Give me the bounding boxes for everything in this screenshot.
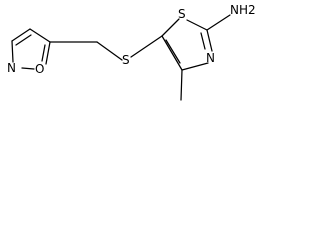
atom-label-thioether-s: S [122, 53, 130, 67]
bond-c4-c5 [29, 28, 51, 43]
bond-n3-c4 [181, 62, 209, 71]
bond-c5-o1-inner [41, 44, 46, 62]
bond-c5-o1 [45, 41, 51, 65]
bond-c4-methyl [180, 69, 183, 101]
bond-n2-c3 [11, 40, 14, 63]
structure-diagram: N O S S N NH2 [0, 0, 286, 127]
bond-o1-n2 [21, 67, 35, 70]
bond-c3-c4 [11, 28, 31, 42]
atom-label-isoxazole-o: O [35, 62, 44, 76]
bond-ch2-s [96, 41, 123, 61]
bond-c2-nh2 [206, 14, 231, 31]
bond-c4-c5 [161, 35, 183, 71]
bond-c3-c4-inner [15, 34, 32, 46]
bond-c2-n3-inner [200, 32, 206, 50]
bond-s1-c2 [186, 19, 208, 31]
bond-s-c5thiazole [130, 35, 163, 58]
molecule-drawing: N O S S N NH2 [7, 3, 256, 101]
bond-c4-c5-inner [165, 39, 181, 64]
atom-label-isoxazole-n: N [7, 61, 16, 75]
atom-label-thiazole-n: N [206, 51, 215, 65]
bond-c2-n3 [206, 29, 213, 52]
bond-c5-s1 [161, 18, 180, 37]
atom-label-amine: NH2 [230, 3, 256, 17]
atom-label-thiazole-s: S [178, 7, 186, 21]
